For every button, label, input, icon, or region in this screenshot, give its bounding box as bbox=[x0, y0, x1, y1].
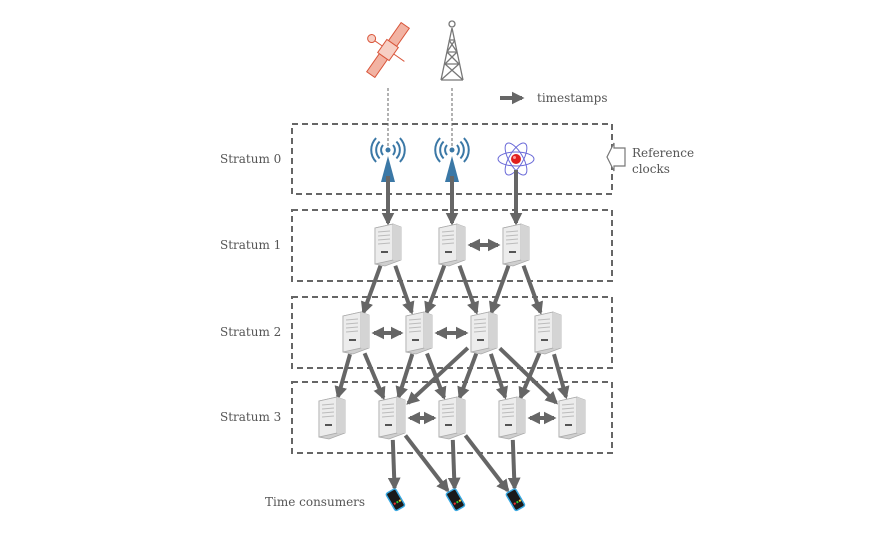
phone-icon bbox=[385, 488, 406, 512]
server-icon bbox=[470, 311, 498, 355]
server-icon bbox=[534, 311, 562, 355]
stratum-3-label: Stratum 3 bbox=[220, 410, 281, 424]
timestamp-arrow bbox=[552, 353, 570, 400]
timestamp-arrow bbox=[463, 434, 510, 493]
timestamp-arrow bbox=[393, 265, 415, 315]
server-icon bbox=[502, 223, 530, 267]
atomic-clock-icon bbox=[497, 142, 535, 176]
stratum-2-box bbox=[291, 296, 613, 369]
timestamp-arrow bbox=[489, 264, 511, 315]
timestamp-arrow bbox=[488, 353, 508, 400]
timestamp-arrow bbox=[361, 264, 383, 315]
timestamp-arrow bbox=[403, 434, 450, 493]
phone-icon bbox=[505, 488, 526, 512]
timestamp-arrow bbox=[395, 353, 415, 400]
stratum-1-label: Stratum 1 bbox=[220, 238, 281, 252]
edges bbox=[334, 170, 570, 493]
server-icon bbox=[318, 396, 346, 440]
timestamp-arrow bbox=[521, 264, 543, 315]
reference-clocks-label-line1: Reference bbox=[632, 146, 694, 160]
nodes bbox=[318, 223, 586, 512]
server-icon bbox=[342, 311, 370, 355]
server-icon bbox=[498, 396, 526, 440]
timestamp-arrow bbox=[507, 439, 521, 491]
server-icon bbox=[374, 223, 402, 267]
radio-tower-icon bbox=[440, 20, 464, 81]
phone-icon bbox=[445, 488, 466, 512]
timestamp-arrow bbox=[406, 346, 470, 405]
stratum-2-label: Stratum 2 bbox=[220, 325, 281, 339]
server-icon bbox=[558, 396, 586, 440]
server-icon bbox=[438, 396, 466, 440]
time-consumers-label: Time consumers bbox=[265, 495, 365, 509]
legend-timestamps-label: timestamps bbox=[537, 91, 608, 105]
radio-antenna-icon bbox=[434, 137, 470, 182]
timestamp-arrow bbox=[424, 264, 447, 315]
gps-antenna-icon bbox=[370, 137, 406, 182]
timestamp-arrow bbox=[518, 352, 542, 401]
reference-clocks-label-line2: clocks bbox=[632, 162, 670, 176]
timestamp-arrow bbox=[447, 439, 461, 491]
server-icon bbox=[438, 223, 466, 267]
timestamp-arrow bbox=[387, 439, 401, 491]
timestamp-arrow bbox=[362, 352, 386, 401]
timestamp-arrow bbox=[457, 264, 479, 315]
stratum-0-label: Stratum 0 bbox=[220, 152, 281, 166]
server-icon bbox=[378, 396, 406, 440]
hollow-arrow-icon bbox=[606, 142, 626, 172]
timestamp-arrow bbox=[334, 353, 352, 400]
satellite-icon bbox=[366, 21, 410, 79]
timestamp-arrow bbox=[457, 352, 479, 400]
server-icon bbox=[405, 311, 433, 355]
